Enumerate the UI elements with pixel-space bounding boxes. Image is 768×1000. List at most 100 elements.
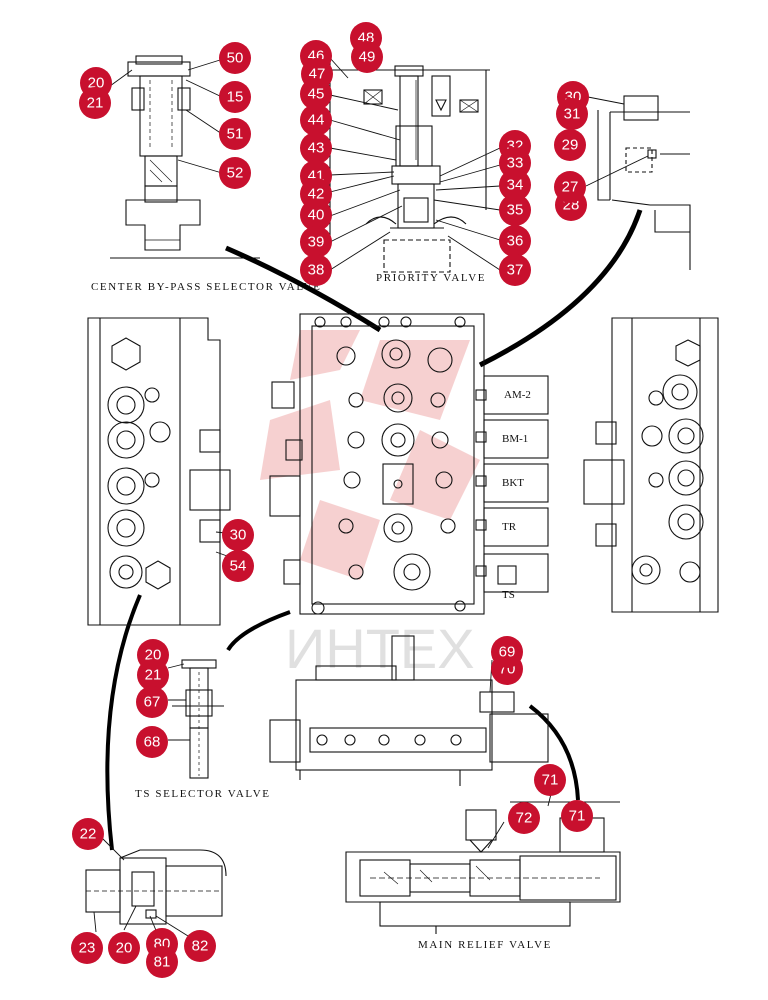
svg-text:51: 51 [227,126,244,143]
svg-text:37: 37 [507,262,524,279]
svg-text:35: 35 [507,202,524,219]
callout-34: 34 [499,169,531,201]
callout-44: 44 [300,104,332,136]
callout-72: 72 [508,802,540,834]
section-label-am2: AM-2 [504,389,531,401]
callout-37: 37 [499,254,531,286]
svg-text:68: 68 [144,734,161,751]
callout-81: 81 [146,946,178,978]
svg-text:15: 15 [227,89,244,106]
svg-text:27: 27 [562,179,579,196]
svg-text:52: 52 [227,165,244,182]
leader-lines [93,57,649,941]
arrow-curve-center-bypass [225,245,382,333]
callout-49: 49 [351,41,383,73]
caption-main-relief: MAIN RELIEF VALVE [418,939,552,951]
callout-35: 35 [499,194,531,226]
svg-text:47: 47 [309,66,326,83]
svg-text:67: 67 [144,694,161,711]
callout-30-side: 30 [222,519,254,551]
svg-text:20: 20 [116,940,133,957]
section-label-bkt: BKT [502,477,524,489]
svg-text:44: 44 [308,112,325,129]
section-label-tr: TR [502,521,517,533]
callout-36: 36 [499,225,531,257]
svg-text:40: 40 [308,207,325,224]
svg-text:38: 38 [308,262,325,279]
callout-33: 33 [499,147,531,179]
callout-40: 40 [300,199,332,231]
svg-text:20: 20 [88,75,105,92]
svg-text:23: 23 [79,940,96,957]
callout-71-b: 71 [561,800,593,832]
callout-15: 15 [219,81,251,113]
callout-29: 29 [554,129,586,161]
svg-text:21: 21 [87,95,104,112]
callout-67: 67 [136,686,168,718]
caption-priority: PRIORITY VALVE [376,272,486,284]
watermark-logo [260,330,480,580]
svg-text:31: 31 [564,106,581,123]
svg-text:49: 49 [359,49,376,66]
svg-text:50: 50 [227,50,244,67]
arrow-curve-bottom-left [105,594,142,851]
svg-text:34: 34 [507,177,524,194]
priority-valve [329,60,490,273]
caption-center-bypass: CENTER BY-PASS SELECTOR VALVE [91,281,322,293]
svg-text:82: 82 [192,938,209,955]
arrow-curve-ts-selector [226,610,291,652]
svg-text:81: 81 [154,954,171,971]
callout-50: 50 [219,42,251,74]
svg-text:43: 43 [308,140,325,157]
svg-text:71: 71 [542,772,559,789]
callout-82: 82 [184,930,216,962]
callout-69: 69 [491,636,523,668]
ts-selector-valve [172,659,224,779]
callout-21: 21 [79,87,111,119]
svg-text:30: 30 [230,527,247,544]
right-side-view [583,317,719,613]
svg-text:29: 29 [562,137,579,154]
callout-43: 43 [300,132,332,164]
svg-text:33: 33 [507,155,524,172]
callout-38: 38 [300,254,332,286]
svg-text:72: 72 [516,810,533,827]
svg-text:22: 22 [80,826,97,843]
arrow-curve-right-top [478,209,643,368]
callout-54: 54 [222,550,254,582]
watermark-text: ИНТЕХ [285,617,475,680]
callout-51: 51 [219,118,251,150]
callout-71-a: 71 [534,764,566,796]
right-top-detail [597,95,691,270]
main-valve-block [269,313,549,615]
left-side-view [87,317,231,626]
svg-text:71: 71 [569,808,586,825]
svg-text:21: 21 [145,667,162,684]
bottom-view [269,635,549,786]
callout-21-ts: 21 [137,659,169,691]
section-label-ts: TS [502,589,515,601]
bottom-left-detail [85,849,227,925]
svg-text:36: 36 [507,233,524,250]
callout-23: 23 [71,932,103,964]
callout-68: 68 [136,726,168,758]
svg-text:69: 69 [499,644,516,661]
callout-52: 52 [219,157,251,189]
callout-27: 27 [554,171,586,203]
caption-ts-selector: TS SELECTOR VALVE [135,788,271,800]
svg-text:45: 45 [308,86,325,103]
callout-20-bl: 20 [108,932,140,964]
center-bypass-selector-valve [110,55,260,259]
section-label-bm1: BM-1 [502,433,528,445]
svg-text:54: 54 [230,558,247,575]
callout-45: 45 [300,78,332,110]
svg-text:20: 20 [145,647,162,664]
svg-text:42: 42 [308,186,325,203]
main-relief-valve [345,801,621,934]
callout-39: 39 [300,226,332,258]
callout-22: 22 [72,818,104,850]
callout-31: 31 [556,98,588,130]
svg-text:39: 39 [308,234,325,251]
callouts: 50 20 21 15 51 52 48 49 46 47 45 44 43 4… [71,22,593,978]
